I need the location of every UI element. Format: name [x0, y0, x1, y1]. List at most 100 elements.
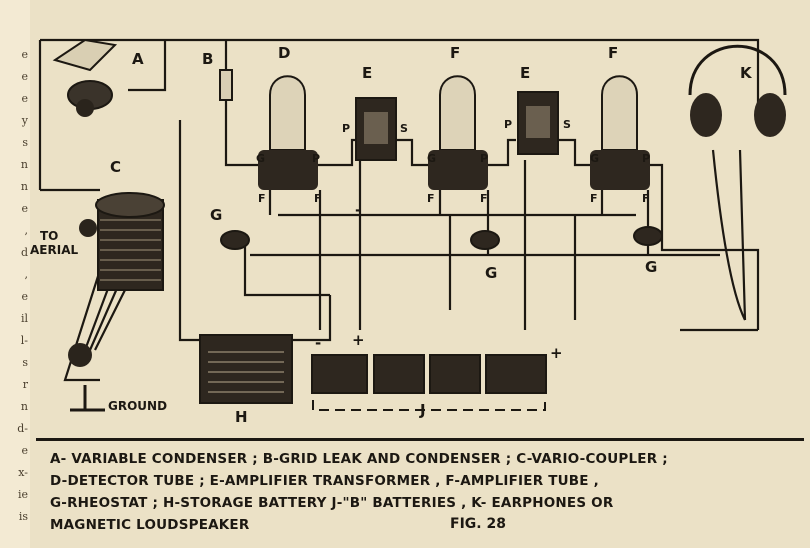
pin-F-f2a: F [590, 192, 598, 205]
label-minus-2: - [355, 201, 361, 219]
pin-S-e1: S [400, 122, 408, 135]
gridleak-wire [224, 40, 258, 167]
rheostats [220, 226, 663, 250]
ground-wire [63, 269, 102, 382]
legend-line-2: D-DETECTOR TUBE ; E-AMPLIFIER TRANSFORME… [50, 473, 599, 489]
tube-f2-base [590, 150, 650, 190]
label-F1: F [450, 44, 460, 62]
transformer1-coil [364, 112, 388, 144]
b-battery-4 [485, 354, 547, 394]
edge-letter: e [21, 70, 28, 83]
edge-letter: s [22, 356, 28, 369]
earpiece-left [690, 93, 722, 137]
storage-battery [199, 334, 293, 404]
edge-letter: d [20, 246, 28, 259]
transformer1-s-wire [395, 138, 428, 167]
edge-letter: s [22, 136, 28, 149]
storage-battery-body [199, 334, 293, 404]
vario-coupler [68, 192, 165, 412]
edge-letter: e [21, 92, 28, 105]
coupler-top [95, 192, 165, 218]
amplifier-tube-2 [590, 75, 650, 190]
j-bracket [312, 400, 546, 411]
ground-post [70, 385, 105, 412]
edge-letter: n [20, 400, 28, 413]
condenser-knob [76, 99, 94, 117]
pin-P-f1: P [480, 152, 488, 165]
edge-letter: l- [20, 334, 28, 347]
edge-letter: e [21, 48, 28, 61]
detector-tube [258, 75, 318, 190]
pin-G-d: G [256, 152, 265, 165]
rheostat-bus [243, 240, 330, 297]
b-battery-3 [429, 354, 481, 394]
label-E2: E [520, 64, 530, 82]
grid-leak [219, 69, 233, 101]
ground-clamp [68, 343, 92, 367]
outer-frame-wire [40, 38, 760, 110]
label-aerial: AERIAL [30, 243, 78, 257]
b-batteries [311, 354, 547, 394]
pin-F-f1a: F [427, 192, 435, 205]
edge-letter: r [22, 378, 28, 391]
edge-letter: ie [17, 488, 28, 501]
label-to-aerial: TO AERIAL [30, 229, 78, 257]
condenser-plates [52, 38, 118, 72]
label-plus-2: + [550, 344, 563, 362]
pin-G-f2: G [590, 152, 599, 165]
wiring [38, 38, 760, 382]
edge-letter: , [24, 224, 29, 237]
edge-letter: x- [18, 466, 28, 479]
edge-letter: , [24, 268, 29, 281]
edge-letter: e [21, 202, 28, 215]
label-J: J [419, 401, 426, 419]
amplifier-transformer-1 [355, 97, 397, 161]
amplifier-tube-1 [428, 75, 488, 190]
label-G3: G [645, 258, 657, 276]
condenser-right-wire [128, 40, 167, 92]
pin-G-f1: G [427, 152, 436, 165]
tube-f1-base [428, 150, 488, 190]
label-to: TO [40, 229, 58, 243]
edge-letter: n [20, 180, 28, 193]
coupler-knob [79, 219, 97, 237]
pin-F-d2: F [314, 192, 322, 205]
tube-d-base [258, 150, 318, 190]
edge-letter: e [21, 444, 28, 457]
pin-F-f2b: F [642, 192, 650, 205]
rheostat-1 [220, 230, 250, 250]
grid-leak-body [219, 69, 233, 101]
earpiece-right [754, 93, 786, 137]
variable-condenser [52, 38, 118, 117]
pin-P-d: P [312, 152, 320, 165]
pin-F-d1: F [258, 192, 266, 205]
tube-d-bulb [269, 75, 306, 151]
figure-plate: A B C D E F E F K G G G H J TO AERIAL GR… [30, 0, 810, 548]
earphone-cord [711, 149, 747, 321]
label-K: K [740, 64, 753, 82]
amplifier-transformer-2 [517, 91, 559, 155]
label-B: B [202, 50, 213, 68]
pin-S-e2: S [563, 118, 571, 131]
label-D: D [278, 44, 290, 62]
rheostat-2 [470, 230, 500, 250]
detector-plate-wire [312, 138, 356, 167]
label-plus-1: + [352, 331, 365, 349]
legend-box: A- VARIABLE CONDENSER ; B-GRID LEAK AND … [36, 438, 804, 545]
label-G1: G [210, 206, 222, 224]
earphones [688, 44, 787, 137]
legend-line-1: A- VARIABLE CONDENSER ; B-GRID LEAK AND … [50, 451, 668, 467]
label-E1: E [362, 64, 372, 82]
b-battery-2 [373, 354, 425, 394]
tube-f1-plate-wire [485, 138, 516, 167]
label-H: H [235, 408, 248, 426]
headband [688, 44, 787, 96]
legend-line-3: G-RHEOSTAT ; H-STORAGE BATTERY J-"B" BAT… [50, 495, 614, 511]
edge-letter: y [21, 114, 28, 127]
label-G2: G [485, 264, 497, 282]
edge-letter: n [20, 158, 28, 171]
edge-letter: il [20, 312, 28, 325]
detector-filament-wires [268, 190, 322, 255]
figure-title: FIG. 28 [450, 516, 506, 532]
